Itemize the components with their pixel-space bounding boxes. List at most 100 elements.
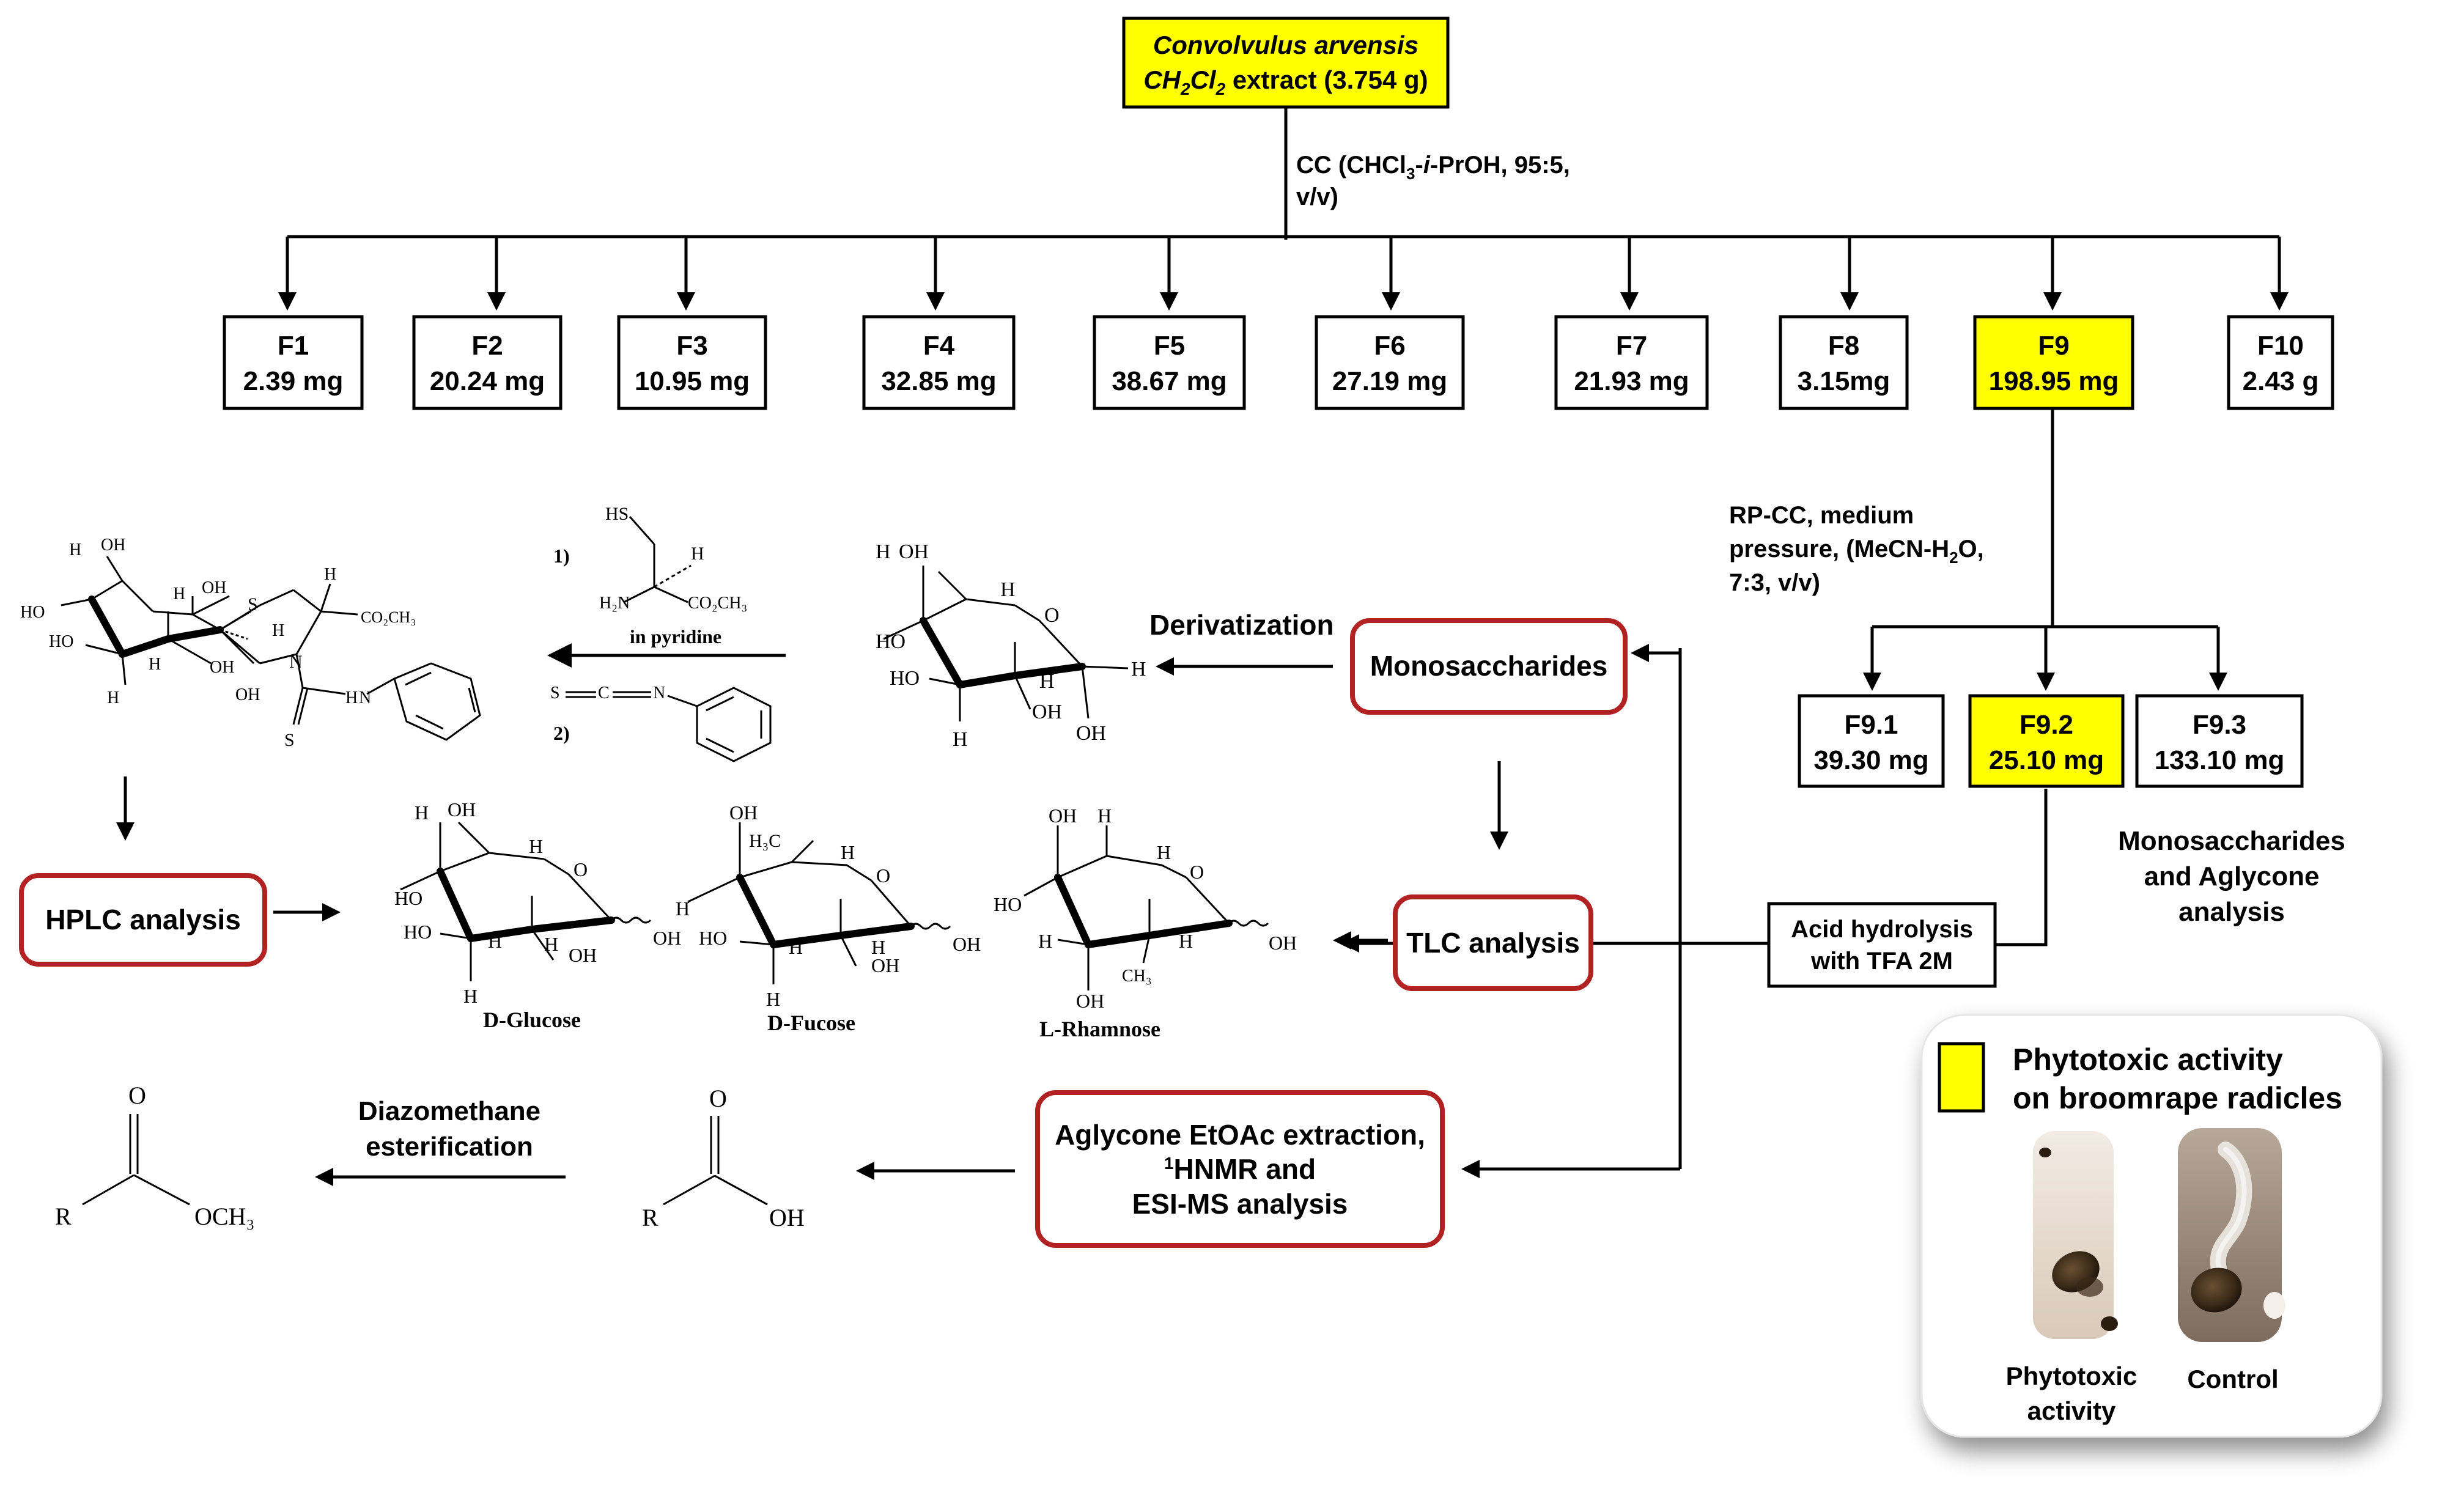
subfraction-amount: 133.10 mg	[2155, 745, 2285, 775]
atom-label: HO	[699, 927, 727, 949]
atom-label: H	[324, 565, 336, 584]
mono-aglycone-note-3: analysis	[2178, 897, 2285, 927]
fraction-name: F1	[278, 331, 309, 361]
atom-label: O	[1044, 604, 1060, 627]
atom-label: H	[173, 585, 185, 603]
legend-swatch	[1938, 1042, 1985, 1113]
subfraction-name: F9.1	[1844, 710, 1898, 740]
atom-label: OH	[1049, 805, 1077, 827]
subfraction-box-f9-1: F9.1 39.30 mg	[1798, 694, 1945, 788]
d-glucose-structure: HO H OH H O H HO H H OH OH D-Glucose	[394, 798, 681, 1032]
legend-line2: on broomrape radicles	[2013, 1081, 2342, 1115]
atom-label: O	[574, 858, 588, 880]
atom-label: OH	[569, 944, 597, 966]
control-photo	[2178, 1128, 2285, 1342]
atom-label: OH	[101, 536, 125, 555]
aglycone-line1: Aglycone EtOAc extraction,	[1055, 1119, 1425, 1151]
atom-label: OH	[448, 798, 476, 821]
in-pyridine-label: in pyridine	[630, 625, 721, 647]
atom-label: H	[529, 835, 543, 857]
atom-label: H	[871, 936, 885, 958]
fraction-amount: 20.24 mg	[430, 366, 545, 396]
subfraction-amount: 25.10 mg	[1989, 745, 2104, 775]
subfraction-name: F9.3	[2193, 710, 2246, 740]
atom-label: OH	[202, 578, 226, 597]
atom-label: H	[345, 688, 358, 707]
d-glucose-label: D-Glucose	[483, 1008, 581, 1032]
atom-label: OH	[1269, 932, 1297, 954]
phytotoxic-photo-label-2: activity	[2027, 1396, 2116, 1425]
atom-label: H	[841, 841, 855, 863]
atom-label: OCH₃	[194, 1203, 254, 1230]
atom-label: H	[1131, 658, 1146, 680]
atom-label: H₂N	[599, 594, 630, 613]
d-fucose-label: D-Fucose	[767, 1011, 855, 1035]
fraction-amount: 38.67 mg	[1112, 366, 1226, 396]
subfraction-box-f9-2: F9.225.10 mg	[1968, 694, 2125, 788]
legend-line1: Phytotoxic activity	[2013, 1042, 2283, 1077]
atom-label: OH	[210, 658, 234, 677]
atom-label: HO	[404, 921, 432, 943]
extract-species: Convolvulus arvensis	[1153, 31, 1418, 59]
l-rhamnose-label: L-Rhamnose	[1039, 1017, 1160, 1041]
subfraction-row: F9.1 39.30 mg F9.225.10 mg F9.3 133.10 mg	[1798, 694, 2304, 788]
atom-label: HO	[49, 632, 73, 651]
fraction-amount: 32.85 mg	[881, 366, 996, 396]
atom-label: R	[642, 1204, 658, 1231]
f92-to-hydrolysis-line	[1996, 789, 2048, 946]
fraction-amount: 27.19 mg	[1332, 366, 1447, 396]
fraction-amount: 2.39 mg	[243, 366, 344, 396]
atom-label: H	[876, 540, 891, 563]
atom-label: H	[1097, 805, 1112, 827]
atom-label: H	[1038, 930, 1052, 952]
fraction-box-f1: F1 2.39 mg	[223, 315, 364, 410]
aglycone-box: Aglycone EtOAc extraction, 1HNMR and ESI…	[1035, 1090, 1445, 1248]
extract-box: Convolvulus arvensis CH2Cl2 extract (3.7…	[1122, 17, 1450, 109]
atom-label: HO	[20, 603, 45, 622]
atom-label: O	[1190, 861, 1204, 883]
atom-label: H	[691, 544, 704, 564]
phytotoxic-legend-panel: Phytotoxic activity on broomrape radicle…	[1920, 1014, 2383, 1438]
cc-step-label-2: v/v)	[1296, 183, 1338, 210]
atom-label: S	[284, 730, 295, 750]
fraction-amount: 3.15mg	[1798, 366, 1890, 396]
monosaccharides-box: Monosaccharides	[1350, 618, 1628, 715]
atom-label: H₃C	[749, 831, 781, 851]
fraction-arrows	[278, 237, 2289, 311]
d-fucose-structure: OH H H₃C H O HO H H H OH OH D-Fucose	[676, 802, 981, 1035]
aglycone-line2: 1HNMR and	[1164, 1153, 1316, 1185]
fraction-name: F3	[676, 331, 707, 361]
fraction-name: F6	[1374, 331, 1405, 361]
atom-label: H	[107, 688, 119, 707]
atom-label: H	[1157, 841, 1171, 863]
subfraction-amount: 39.30 mg	[1813, 745, 1928, 775]
step-number: 2)	[553, 722, 570, 744]
fraction-box-f8: F8 3.15mg	[1779, 315, 1909, 410]
atom-label: HO	[876, 630, 906, 653]
fraction-amount: 21.93 mg	[1574, 366, 1689, 396]
atom-label: H	[1179, 930, 1193, 952]
atom-label: S	[248, 594, 258, 614]
fraction-amount: 2.43 g	[2243, 366, 2319, 396]
atom-label: H	[789, 936, 803, 958]
atom-label: H	[1000, 578, 1016, 601]
rp-step-label-3: 7:3, v/v)	[1729, 569, 1820, 596]
mono-aglycone-note-1: Monosaccharides	[2118, 826, 2345, 856]
fraction-name: F8	[1828, 331, 1859, 361]
reagent-phenyl-isothiocyanate: S C N 2)	[550, 684, 772, 762]
esterification-label: esterification	[366, 1132, 533, 1162]
tlc-box: TLC analysis	[1393, 894, 1593, 991]
carboxylic-acid-structure: O R OH	[642, 1085, 805, 1231]
phytotoxic-photo-label-1: Phytotoxic	[2006, 1362, 2138, 1390]
acid-hydrolysis-line1: Acid hydrolysis	[1791, 916, 1973, 943]
atom-label: H	[415, 802, 429, 824]
atom-label: HO	[994, 893, 1022, 915]
atom-label: S	[550, 684, 560, 703]
atom-label: CO₂CH₃	[361, 608, 416, 626]
atom-label: OH	[1076, 722, 1106, 745]
fraction-amount: 10.95 mg	[635, 366, 750, 396]
